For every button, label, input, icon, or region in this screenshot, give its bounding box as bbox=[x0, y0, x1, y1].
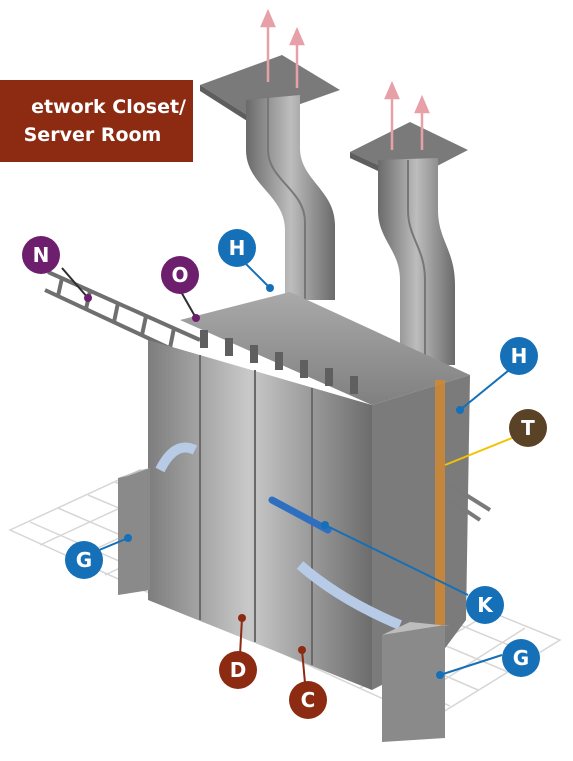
callout-circle bbox=[219, 651, 257, 689]
callout-n-0: N bbox=[22, 236, 60, 274]
callout-letter: N bbox=[33, 243, 50, 267]
title-box: etwork Closet/ Server Room bbox=[0, 80, 193, 162]
exhaust-duct-right bbox=[350, 122, 468, 365]
callout-circle bbox=[22, 236, 60, 274]
callout-circle bbox=[466, 586, 504, 624]
callout-letter: G bbox=[76, 548, 92, 572]
callout-letter: C bbox=[301, 688, 316, 712]
title-line-2: Server Room bbox=[23, 124, 162, 146]
callout-letter: T bbox=[521, 416, 535, 440]
exhaust-duct-left bbox=[200, 55, 340, 300]
callout-k-6: K bbox=[466, 586, 504, 624]
callout-h-3: H bbox=[500, 337, 538, 375]
leader-dots bbox=[84, 284, 464, 679]
server-enclosure bbox=[148, 292, 492, 690]
callout-g-9: G bbox=[502, 639, 540, 677]
title-line-1: etwork Closet/ bbox=[31, 96, 186, 118]
callout-g-5: G bbox=[65, 541, 103, 579]
orange-trim bbox=[435, 380, 445, 630]
callout-h-2: H bbox=[218, 229, 256, 267]
callout-letter: H bbox=[511, 344, 528, 368]
callout-letter: H bbox=[229, 236, 246, 260]
callout-badges: N O H H T G K D C G bbox=[22, 229, 547, 719]
unit-right-g bbox=[382, 622, 450, 742]
unit-left-g bbox=[118, 468, 150, 595]
callout-circle bbox=[502, 639, 540, 677]
callout-circle bbox=[509, 409, 547, 447]
leader-lines bbox=[61, 257, 515, 684]
callout-o-1: O bbox=[161, 256, 199, 294]
callout-letter: G bbox=[513, 646, 529, 670]
callout-circle bbox=[500, 337, 538, 375]
blue-stripe bbox=[268, 496, 332, 534]
callout-d-7: D bbox=[219, 651, 257, 689]
callout-circle bbox=[289, 681, 327, 719]
callout-circle bbox=[65, 541, 103, 579]
callout-t-4: T bbox=[509, 409, 547, 447]
callout-circle bbox=[218, 229, 256, 267]
callout-letter: O bbox=[171, 263, 188, 287]
callout-circle bbox=[161, 256, 199, 294]
callout-c-8: C bbox=[289, 681, 327, 719]
callout-letter: K bbox=[477, 593, 494, 617]
callout-letter: D bbox=[230, 658, 247, 682]
airflow-arrows bbox=[260, 8, 430, 150]
